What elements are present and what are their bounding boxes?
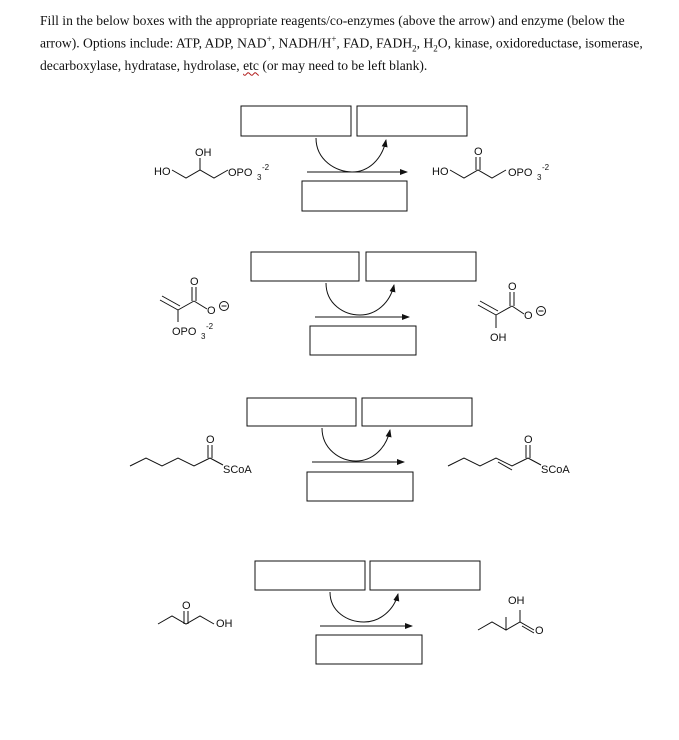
label-o: O (207, 305, 216, 317)
instructions-part: (or may need to be left blank). (258, 58, 428, 74)
cofactor-curved-arrow (315, 137, 388, 173)
label-scoa: SCoA (223, 464, 252, 476)
subscript: 2 (412, 43, 417, 54)
superscript: + (331, 34, 337, 44)
bond (495, 305, 513, 316)
enzyme-box-r2[interactable] (309, 325, 417, 356)
label-opo3: OPO (508, 167, 533, 179)
label-o: O (190, 276, 199, 288)
instructions-part: , H (416, 35, 434, 51)
label-ho: HO (432, 166, 449, 178)
label-o: O (524, 434, 533, 446)
label-o: O (524, 310, 533, 322)
reagent-box-r2-right[interactable] (365, 251, 477, 282)
label-o: O (474, 146, 483, 158)
product-3-structure: O SCoA (447, 434, 570, 476)
reagent-box-r2-left[interactable] (250, 251, 360, 282)
enzyme-box-r4[interactable] (315, 634, 423, 665)
label-o: O (508, 281, 517, 293)
reagent-box-r1-left[interactable] (240, 105, 352, 137)
label-o: O (535, 625, 544, 637)
charge-label: -2 (206, 322, 214, 331)
bond-double-a (477, 304, 497, 316)
bond-chain (447, 457, 529, 467)
bond (177, 300, 195, 311)
instructions-text: Fill in the below boxes with the appropr… (40, 12, 660, 75)
bond-double-a (159, 299, 179, 311)
bond-double-b (161, 295, 181, 307)
cofactor-curved-arrow (325, 282, 396, 316)
label-scoa: SCoA (541, 464, 570, 476)
bond-chain (157, 615, 215, 625)
superscript: + (266, 34, 272, 44)
charge-label: -2 (262, 163, 270, 172)
reactant-1-structure: HO OH OPO 3 -2 (154, 147, 270, 182)
label-o: O (182, 600, 191, 612)
enzyme-box-r3[interactable] (306, 471, 414, 502)
label-o: O (206, 434, 215, 446)
product-4-structure: OH O (477, 595, 544, 637)
bond (527, 457, 542, 466)
reaction-3: O SCoA O SCoA (129, 397, 570, 502)
instructions-part: , FAD, FADH (336, 35, 413, 51)
bond-chain (171, 169, 229, 179)
negative-charge-circle (536, 306, 546, 316)
bond-double-inner (521, 625, 535, 634)
label-ho: HO (154, 166, 171, 178)
reaction-2: O O OPO 3 -2 O O OH (159, 251, 546, 356)
reagent-box-r4-right[interactable] (369, 560, 481, 591)
reagent-box-r3-right[interactable] (361, 397, 473, 427)
reactant-4-structure: O OH (157, 600, 233, 630)
bond-double-b (479, 300, 499, 312)
reagent-box-r3-left[interactable] (246, 397, 357, 427)
subscript: 2 (433, 43, 438, 54)
cofactor-curved-arrow (321, 427, 392, 462)
instructions-part: O, kinase, oxidoreductase, isomerase, de… (40, 35, 643, 74)
reagent-box-r4-left[interactable] (254, 560, 366, 591)
label-oh: OH (216, 618, 233, 630)
product-1-structure: HO O OPO 3 -2 (432, 146, 550, 182)
bond-chain (129, 457, 211, 467)
label-opo3: OPO (228, 167, 253, 179)
negative-charge-circle (219, 301, 229, 311)
label-oh: OH (195, 147, 212, 159)
label-oh: OH (508, 595, 525, 607)
enzyme-box-r1[interactable] (301, 180, 408, 212)
reactant-3-structure: O SCoA (129, 434, 252, 476)
subscript-3: 3 (537, 173, 542, 182)
instructions-part: , NADH/H (271, 35, 332, 51)
spellcheck-word: etc (243, 58, 259, 74)
bond (511, 305, 525, 315)
bond (209, 457, 224, 466)
bond-chain (449, 169, 507, 179)
charge-label: -2 (542, 163, 550, 172)
reagent-box-r1-right[interactable] (356, 105, 468, 137)
subscript-3: 3 (257, 173, 262, 182)
subscript-3: 3 (201, 332, 206, 341)
product-2-structure: O O OH (477, 281, 546, 344)
label-oh: OH (490, 332, 507, 344)
reaction-1: HO OH OPO 3 -2 HO O OPO 3 -2 (154, 105, 550, 212)
reaction-4: O OH OH O (157, 560, 544, 665)
instructions-part: Fill in the below boxes with the appropr… (40, 13, 625, 51)
bond (193, 300, 208, 310)
label-opo3: OPO (172, 326, 197, 338)
cofactor-curved-arrow (329, 591, 400, 623)
reactant-2-structure: O O OPO 3 -2 (159, 276, 229, 341)
bond-double-inner (497, 461, 513, 471)
